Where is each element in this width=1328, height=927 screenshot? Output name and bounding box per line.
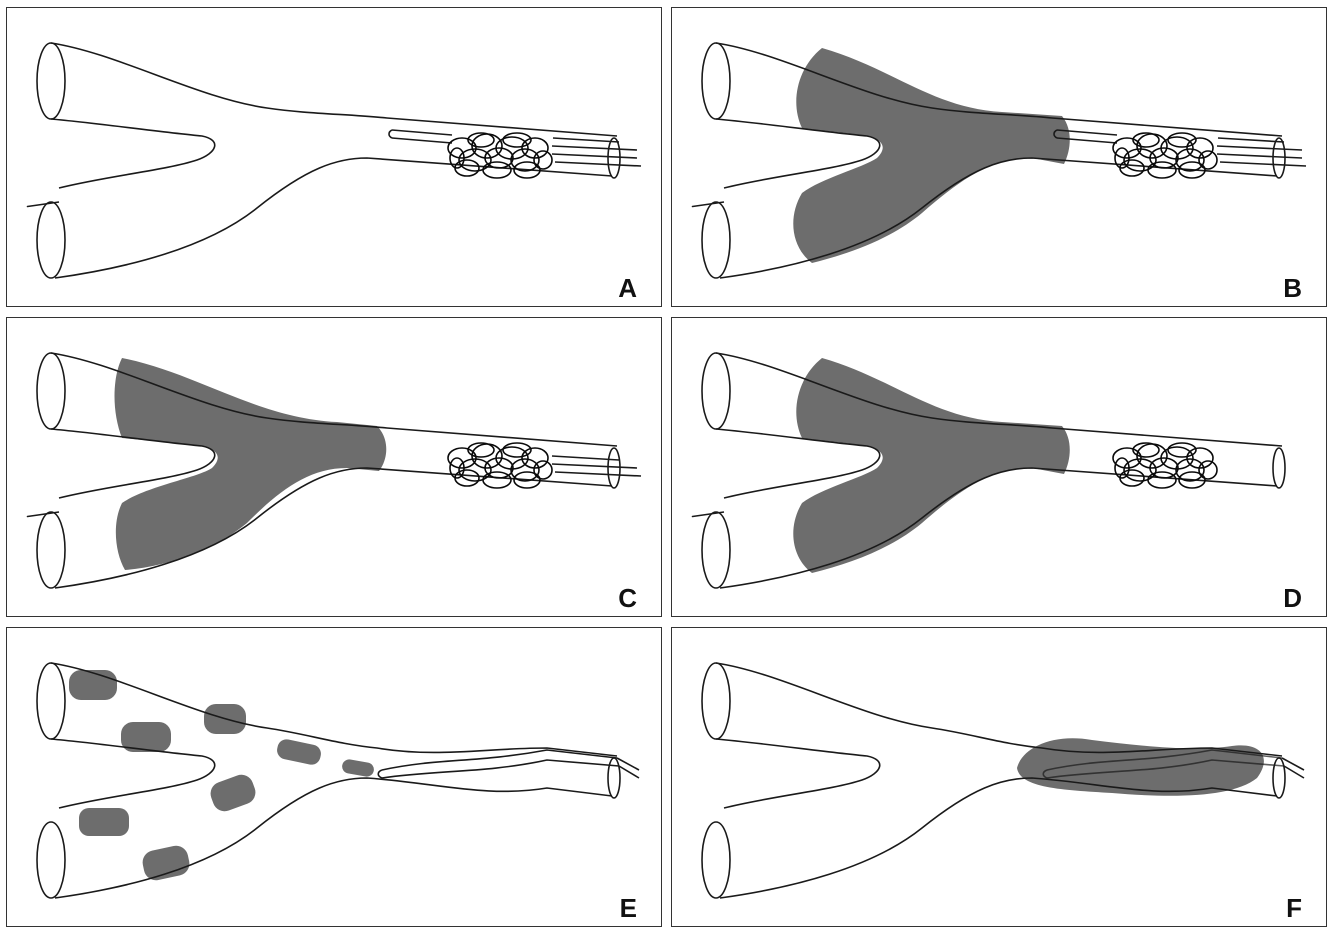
vessel-diagram-e [7, 628, 662, 927]
panel-label: E [620, 893, 637, 924]
panel-label: B [1283, 273, 1302, 304]
panel-label: F [1286, 893, 1302, 924]
vessel-diagram-d [672, 318, 1327, 617]
vessel-diagram-c [7, 318, 662, 617]
panel-c: C [6, 317, 662, 617]
embolus-fragment [341, 758, 375, 777]
embolus-fragment [69, 670, 117, 700]
panel-f: F [671, 627, 1327, 927]
panel-b: B [671, 7, 1327, 307]
embolus-fragment [207, 771, 259, 814]
panel-label: D [1283, 583, 1302, 614]
embolus-fragment [79, 808, 129, 836]
embolus-fragment [140, 844, 191, 883]
vessel-diagram-f [672, 628, 1327, 927]
panel-d: D [671, 317, 1327, 617]
panel-a: A [6, 7, 662, 307]
vessel-diagram-b [672, 8, 1327, 307]
panel-e: E [6, 627, 662, 927]
panel-label: C [618, 583, 637, 614]
embolus-fragment [275, 738, 322, 767]
vessel-diagram-a [7, 8, 662, 307]
panel-label: A [618, 273, 637, 304]
